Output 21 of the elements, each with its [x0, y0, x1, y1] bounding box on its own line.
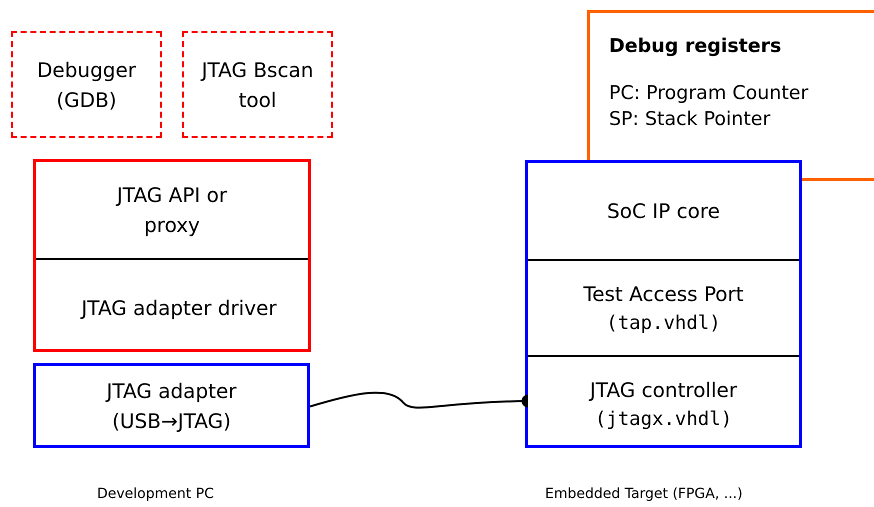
side-caption: Development PC	[97, 486, 214, 502]
tool-box	[182, 31, 333, 138]
box-label: JTAG Bscan tool	[200, 56, 314, 114]
side-caption: Embedded Target (FPGA, ...)	[545, 486, 743, 502]
box-label: JTAG controller	[590, 376, 738, 404]
box-label: Test Access Port	[583, 280, 744, 308]
hardware-box	[33, 363, 310, 448]
box-label: JTAG API or proxy	[114, 182, 228, 239]
tool-box	[11, 31, 162, 138]
box-label: JTAG adapter driver	[79, 294, 277, 322]
panel-heading: Debug registers	[609, 34, 782, 59]
hardware-stack-box	[525, 160, 802, 448]
file-name: (tap.vhdl)	[606, 310, 721, 336]
register-entry: PC: Program Counter	[609, 80, 808, 106]
box-label: JTAG adapter (USB→JTAG)	[104, 378, 238, 434]
box-label: SoC IP core	[607, 198, 720, 225]
register-entry: SP: Stack Pointer	[609, 107, 770, 132]
software-stack-box	[33, 159, 311, 352]
cable-connector	[310, 392, 528, 409]
box-label: Debugger (GDB)	[36, 56, 137, 114]
file-name: (jtagx.vhdl)	[594, 406, 732, 432]
